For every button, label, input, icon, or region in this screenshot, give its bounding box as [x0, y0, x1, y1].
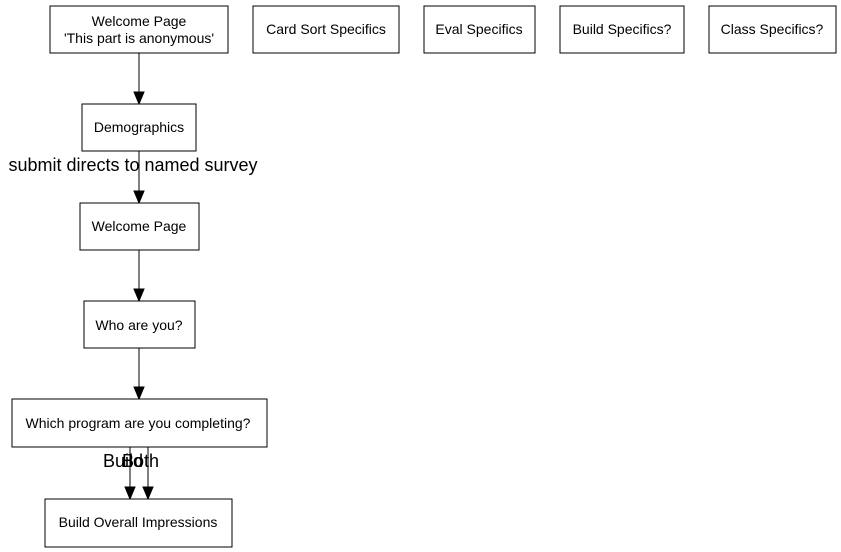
edge-program-build [124, 447, 136, 501]
eval-specifics-label: Eval Specifics [435, 21, 522, 37]
build-overall-label: Build Overall Impressions [59, 514, 218, 530]
edge-who-to-program [133, 348, 145, 401]
class-specifics-label: Class Specifics? [721, 21, 824, 37]
edge-label-submit-directs: submit directs to named survey [8, 155, 257, 175]
edge-demographics-to-welcome [133, 151, 145, 205]
edge-welcome-to-who [133, 250, 145, 303]
arrowhead-icon [133, 288, 145, 303]
demographics-node: Demographics [81, 103, 197, 152]
who-are-you-node: Who are you? [83, 300, 196, 349]
welcome-label: Welcome Page [92, 218, 187, 234]
eval-specifics-node: Eval Specifics [423, 5, 536, 54]
arrowhead-icon [124, 486, 136, 501]
build-overall-node: Build Overall Impressions [44, 498, 233, 548]
arrowhead-icon [133, 91, 145, 106]
arrowhead-icon [133, 386, 145, 401]
class-specifics-node: Class Specifics? [708, 5, 837, 54]
edge-welcome-to-demographics [133, 53, 145, 106]
which-program-node: Which program are you completing? [11, 398, 268, 448]
edge-label-build: Build [103, 451, 143, 471]
card-sort-specifics-node: Card Sort Specifics [252, 5, 400, 54]
demographics-label: Demographics [94, 119, 184, 135]
arrowhead-icon [133, 190, 145, 205]
build-specifics-label: Build Specifics? [573, 21, 672, 37]
which-program-label: Which program are you completing? [26, 415, 251, 431]
edge-program-both [142, 447, 154, 501]
welcome-anonymous-title: Welcome Page [92, 13, 187, 29]
arrowhead-icon [142, 486, 154, 501]
welcome-node: Welcome Page [79, 202, 200, 251]
who-are-you-label: Who are you? [95, 317, 182, 333]
welcome-anonymous-node: Welcome Page 'This part is anonymous' [49, 5, 229, 54]
build-specifics-node: Build Specifics? [559, 5, 685, 54]
edge-label-both: Both [122, 451, 159, 471]
card-sort-specifics-label: Card Sort Specifics [266, 21, 386, 37]
welcome-anonymous-note: 'This part is anonymous' [64, 30, 214, 46]
